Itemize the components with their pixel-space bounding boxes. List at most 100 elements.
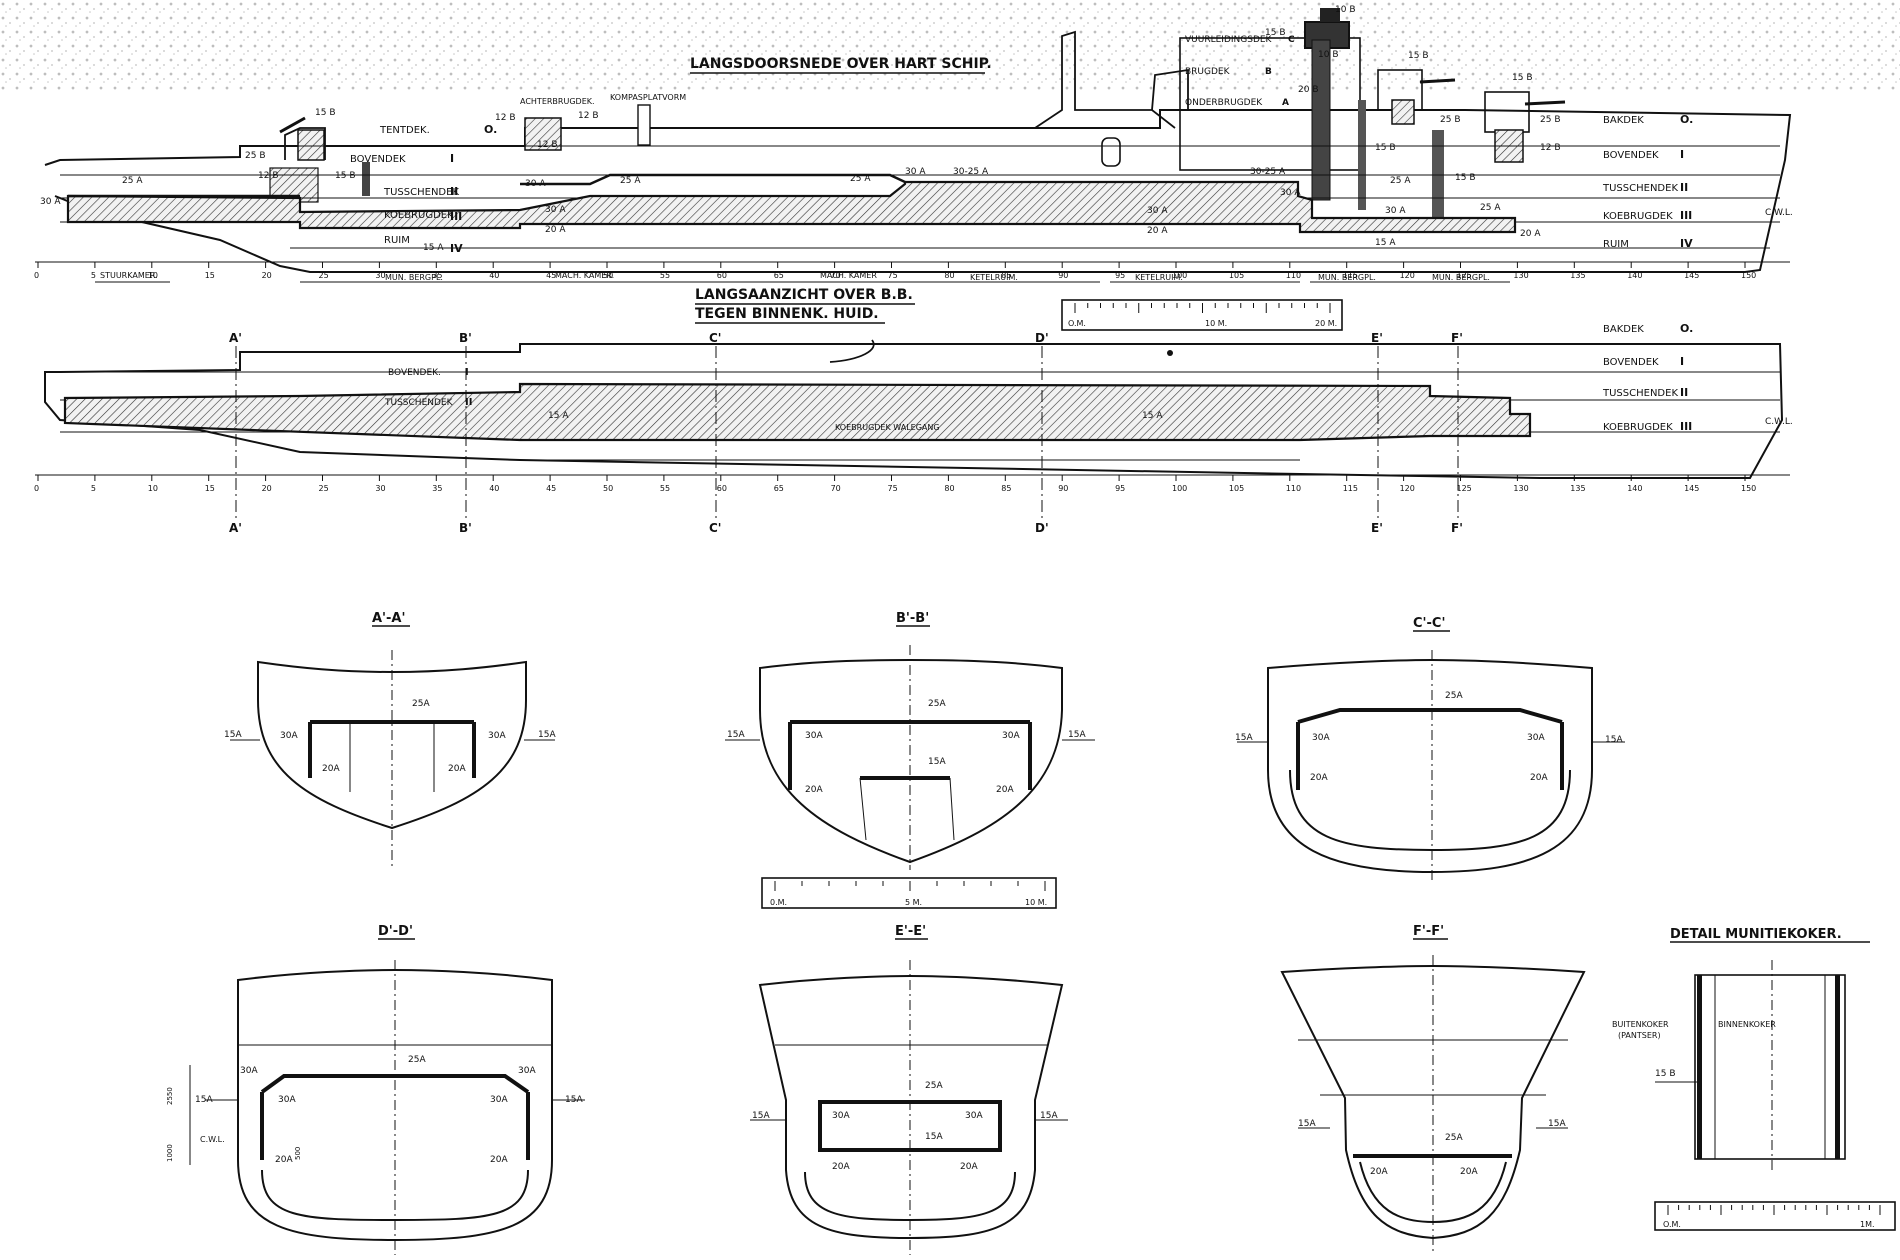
- deck-numeral: III: [450, 210, 462, 223]
- deck-numeral: II: [450, 185, 458, 198]
- frame-number: 30: [375, 484, 385, 493]
- deck-label: BOVENDEK: [350, 154, 406, 165]
- section-e-e: E'-E' 25A 30A 30A 15A 15A 15A 20A 20A: [750, 924, 1068, 1255]
- deck-label: BOVENDEK: [1603, 150, 1659, 161]
- armor-label: 15A: [1235, 733, 1253, 743]
- armor-label: 30A: [1527, 733, 1545, 743]
- section-title: F'-F': [1413, 924, 1444, 939]
- armor-label: 30 A: [1280, 188, 1301, 198]
- frame-number: 30: [375, 271, 385, 280]
- scale-label: 1M.: [1860, 1220, 1875, 1229]
- scale-label: 10 M.: [1205, 319, 1227, 328]
- section-c-c: C'-C' 25A 30A 30A 15A 15A 20A 20A: [1235, 616, 1625, 880]
- dimension-label: 500: [294, 1147, 302, 1160]
- frame-number: 0: [34, 271, 39, 280]
- deck-numeral: O.: [484, 123, 497, 136]
- scale-label: 0.M.: [770, 898, 787, 907]
- longitudinal-section: LANGSDOORSNEDE OVER HART SCHIP.: [34, 5, 1793, 283]
- frame-number: 10: [148, 484, 158, 493]
- armor-label: 25 B: [1540, 115, 1561, 125]
- armor-label: 25 B: [245, 151, 266, 161]
- armor-label: 15A: [538, 730, 556, 740]
- scale-bar-small: [1654, 1201, 1896, 1231]
- frame-number: 70: [831, 484, 841, 493]
- frame-number: 20: [262, 271, 272, 280]
- frame-number: 135: [1570, 484, 1585, 493]
- deck-label: KOEBRUGDEK: [1603, 211, 1673, 222]
- compartment-label: MUN. BERGPL.: [385, 273, 443, 282]
- armor-label: 30A: [1002, 731, 1020, 741]
- deck-label: ONDERBRUGDEK: [1185, 98, 1263, 108]
- scale-bar-mid-ticks: [774, 881, 1046, 891]
- deck-label: BOVENDEK: [1603, 357, 1659, 368]
- dimension-label: 1000: [166, 1144, 174, 1162]
- frame-number: 45: [546, 484, 556, 493]
- frame-number: 120: [1400, 271, 1415, 280]
- scale-label: O.M.: [1663, 1220, 1681, 1229]
- frame-number: 90: [1058, 484, 1068, 493]
- deck-label: KOEBRUGDEK: [384, 210, 454, 221]
- armor-label: 20 A: [1520, 229, 1541, 239]
- frame-number: 105: [1229, 484, 1244, 493]
- side-view: LANGSAANZICHT OVER B.B. TEGEN BINNENK. H…: [34, 287, 1793, 535]
- armor-label: 20A: [832, 1162, 850, 1172]
- cut-mark-top: C': [709, 331, 721, 345]
- section-title: B'-B': [896, 611, 929, 626]
- armor-label: 25 A: [122, 176, 143, 186]
- compartment-label: MACH. KAMER: [820, 271, 877, 280]
- deck-label: TUSSCHENDEK: [383, 187, 459, 198]
- armor-label: 20A: [448, 764, 466, 774]
- frame-number: 130: [1513, 484, 1528, 493]
- frame-number: 50: [603, 271, 613, 280]
- cwl-label: C.W.L.: [1765, 208, 1793, 218]
- armor-label: 30A: [805, 731, 823, 741]
- section-b-b: B'-B' 25A 30A 30A 15A 15A 15A 20A 20A 0.…: [725, 611, 1095, 909]
- deck-label: RUIM: [1603, 239, 1629, 250]
- deck-numeral: IV: [450, 242, 463, 255]
- frame-number: 25: [319, 271, 329, 280]
- deck-numeral: III: [1680, 420, 1692, 433]
- frame-number: 40: [489, 271, 499, 280]
- armor-label: 30A: [965, 1111, 983, 1121]
- frame-number: 85: [1001, 484, 1011, 493]
- frame-number: 115: [1343, 484, 1358, 493]
- detail-munitiekoker: DETAIL MUNITIEKOKER. BUITENKOKER (PANTSE…: [1612, 927, 1896, 1231]
- armor-label: 30-25 A: [953, 167, 989, 177]
- deck-numeral: II: [1680, 386, 1688, 399]
- deck-label: TUSSCHENDEK: [1602, 388, 1678, 399]
- armor-label: 15A: [1040, 1111, 1058, 1121]
- bridge-mark: C: [1288, 35, 1295, 45]
- frame-number: 35: [432, 271, 442, 280]
- scale-bar-mid: [761, 877, 1057, 909]
- armor-label: 15A: [928, 757, 946, 767]
- armor-label: 30A: [280, 731, 298, 741]
- armor-label: 20A: [805, 785, 823, 795]
- frame-number: 55: [660, 271, 670, 280]
- frame-number: 60: [717, 271, 727, 280]
- cut-mark-top: A': [229, 331, 242, 345]
- armor-label: 15 A: [423, 243, 444, 253]
- armor-label: 15 A: [548, 411, 569, 421]
- armor-label: 15A: [1548, 1119, 1566, 1129]
- armor-label: 20A: [1460, 1167, 1478, 1177]
- armor-label: 20A: [1530, 773, 1548, 783]
- frame-number: 145: [1684, 271, 1699, 280]
- frame-number: 80: [944, 484, 954, 493]
- cross-sections: A'-A' 25A 30A 30A 15A 15A 20A 20A B'-B': [166, 611, 1896, 1255]
- armor-label: 15 B: [315, 108, 336, 118]
- cut-mark-bottom: D': [1035, 521, 1049, 535]
- armor-label: 15 B: [1512, 73, 1533, 83]
- cut-mark-bottom: F': [1451, 521, 1463, 535]
- dimension-label: 2550: [166, 1087, 174, 1105]
- frame-number: 125: [1457, 271, 1472, 280]
- armor-label: 30 A: [1147, 206, 1168, 216]
- frame-number: 15: [205, 484, 215, 493]
- armor-label: 30 A: [545, 205, 566, 215]
- armor-label: 30 A: [525, 179, 546, 189]
- cut-mark-top: E': [1371, 331, 1383, 345]
- deck-label: TUSSCHENDEK: [1602, 183, 1678, 194]
- deck-label: RUIM: [384, 235, 410, 246]
- frame-number: 20: [262, 484, 272, 493]
